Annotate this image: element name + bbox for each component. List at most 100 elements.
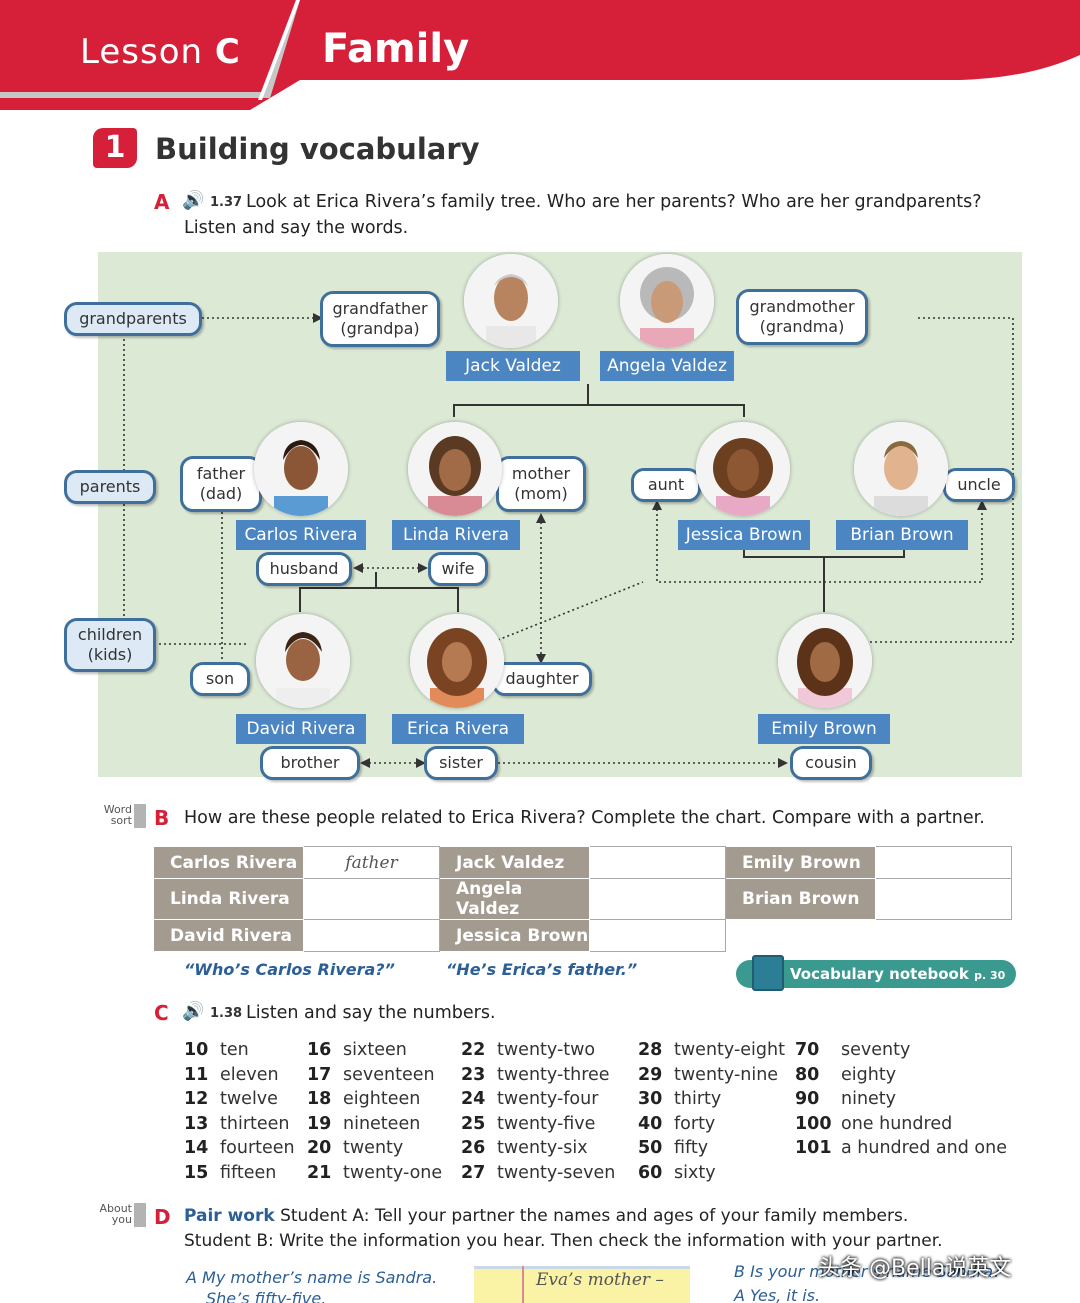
number-digit: 60 — [638, 1162, 663, 1183]
number-word: fifty — [674, 1138, 709, 1159]
number-word: twelve — [220, 1089, 278, 1110]
chart-row: Linda Rivera Angela Valdez Brian Brown — [153, 878, 1012, 920]
portrait-angela-valdez — [620, 254, 714, 348]
name-jessica-brown: Jessica Brown — [678, 520, 810, 550]
number-word: fourteen — [220, 1138, 295, 1159]
number-word: eleven — [220, 1064, 279, 1085]
lesson-banner — [0, 0, 1080, 110]
audio-track-number: 1.38 — [210, 1006, 243, 1021]
chart-answer-cell[interactable] — [875, 846, 1012, 879]
audio-track-number: 1.37 — [210, 195, 243, 210]
number-word: twenty-one — [343, 1162, 443, 1183]
chart-answer-cell[interactable] — [303, 919, 440, 952]
number-word: eighteen — [343, 1089, 421, 1110]
number-word: ninety — [841, 1089, 897, 1110]
chart-name-cell: Emily Brown — [725, 846, 876, 879]
chart-name-cell: David Rivera — [153, 919, 304, 952]
number-digit: 40 — [638, 1113, 663, 1134]
number-word: ten — [220, 1040, 249, 1060]
audio-speaker-icon[interactable]: 🔊 — [182, 190, 205, 211]
chart-answer-cell[interactable] — [303, 878, 440, 920]
notebook-icon — [752, 955, 784, 991]
label-uncle: uncle — [943, 468, 1015, 502]
portrait-carlos-rivera — [254, 422, 348, 516]
label-grandparents: grandparents — [64, 302, 202, 336]
portrait-jessica-brown — [696, 422, 790, 516]
chart-answer-cell[interactable] — [589, 878, 726, 920]
label-grandfather: grandfather(grandpa) — [320, 291, 440, 347]
chart-name-cell: Jessica Brown — [439, 919, 590, 952]
number-digit: 101 — [795, 1138, 832, 1159]
number-word: twenty — [343, 1138, 404, 1159]
label-mother: mother(mom) — [496, 456, 586, 512]
label-wife: wife — [428, 552, 488, 586]
dialog-b-line1: B Is your mother’s name Sandra? — [734, 1262, 1002, 1281]
section-number-badge: 1 — [93, 128, 137, 168]
note-margin-line — [522, 1266, 524, 1303]
note-paper — [474, 1266, 690, 1303]
dialog-a-line1: A My mother’s name is Sandra. — [186, 1268, 438, 1287]
label-son: son — [190, 662, 250, 696]
example-answer: “He’s Erica’s father.” — [446, 960, 638, 979]
label-daughter: daughter — [492, 662, 592, 696]
number-item: 21 twenty-one — [307, 1161, 442, 1186]
portrait-jack-valdez — [464, 254, 558, 348]
portrait-david-rivera — [256, 614, 350, 708]
exercise-b-instruction: How are these people related to Erica Ri… — [184, 808, 985, 828]
audio-speaker-icon[interactable]: 🔊 — [182, 1001, 205, 1022]
exercise-a-instruction: Look at Erica Rivera’s family tree. Who … — [246, 192, 982, 212]
number-word: seventeen — [343, 1064, 435, 1085]
exercise-d-letter: D — [154, 1205, 171, 1229]
number-digit: 20 — [307, 1138, 332, 1159]
watermark: 头条 @Bella说英文 — [818, 1256, 1012, 1281]
chart-row: David Rivera Jessica Brown — [153, 919, 1012, 952]
chart-name-cell: Carlos Rivera — [153, 846, 304, 879]
number-digit: 28 — [638, 1040, 663, 1060]
name-david-rivera: David Rivera — [236, 714, 366, 744]
number-digit: 15 — [184, 1162, 209, 1183]
number-word: one hundred — [841, 1113, 953, 1134]
label-brother: brother — [260, 746, 360, 780]
number-digit: 22 — [461, 1040, 486, 1060]
chart-answer-cell[interactable]: father — [303, 846, 440, 879]
chart-answer-cell[interactable] — [589, 846, 726, 879]
number-word: twenty-five — [497, 1113, 596, 1134]
number-digit: 80 — [795, 1064, 820, 1085]
number-word: thirteen — [220, 1113, 290, 1134]
exercise-d-line1: Pair work Student A: Tell your partner t… — [184, 1206, 909, 1226]
chart-answer-cell[interactable] — [875, 878, 1012, 920]
number-word: sixteen — [343, 1040, 407, 1060]
number-word: thirty — [674, 1089, 722, 1110]
number-item: 20 twenty — [307, 1136, 442, 1161]
number-digit: 21 — [307, 1162, 332, 1183]
family-tree: grandparents parents children(kids) gran… — [64, 252, 1022, 780]
relation-chart: Carlos Rivera father Jack Valdez Emily B… — [153, 846, 1012, 952]
chart-answer-cell[interactable] — [589, 919, 726, 952]
word-sort-bar — [134, 804, 146, 828]
portrait-linda-rivera — [408, 422, 502, 516]
label-parents: parents — [64, 470, 156, 504]
lesson-label: Lesson C — [80, 32, 241, 72]
